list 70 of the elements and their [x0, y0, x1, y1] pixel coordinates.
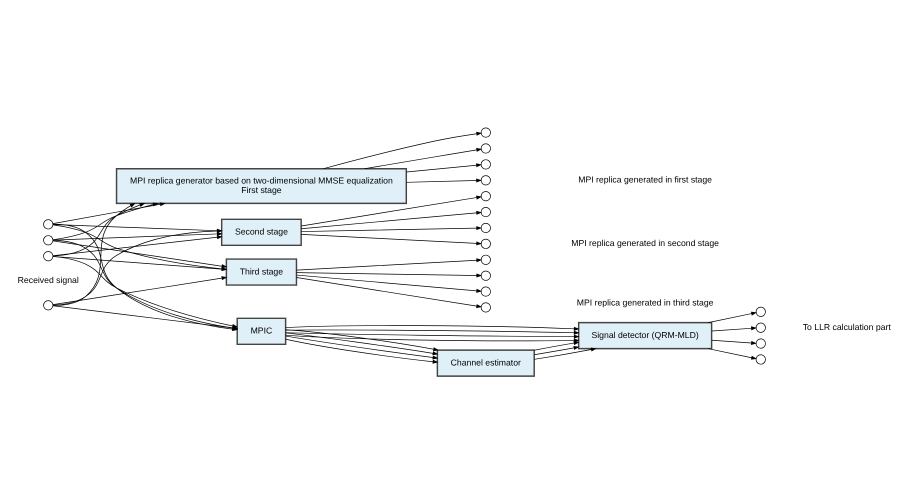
arrow [406, 178, 482, 182]
arrow [52, 239, 238, 330]
arrow [52, 231, 223, 240]
arrow [52, 304, 238, 330]
arrow [534, 340, 580, 350]
arrow [52, 228, 223, 306]
arrow [285, 328, 440, 351]
node-circle [756, 306, 766, 316]
arrow [300, 195, 482, 226]
label: MPI replica generated in second stage [571, 238, 719, 248]
node-box: Third stage [226, 258, 298, 286]
arrow [52, 202, 166, 224]
arrow [300, 210, 482, 229]
node-circle [756, 322, 766, 332]
label: To LLR calculation part [802, 321, 891, 332]
node-circle [480, 206, 491, 217]
node-circle [480, 238, 491, 248]
arrow [52, 256, 238, 328]
node-circle [480, 158, 491, 169]
arrow [52, 202, 136, 306]
arrow [708, 311, 758, 322]
label: Received signal [18, 274, 79, 284]
node-circle [43, 234, 54, 245]
arrow [406, 162, 482, 172]
node-circle [756, 354, 766, 364]
arrow [285, 332, 580, 338]
node-circle [43, 250, 54, 261]
arrow [52, 276, 228, 305]
arrow [285, 338, 438, 364]
arrow [285, 329, 580, 334]
node-box: MPIC [236, 317, 286, 345]
node-circle [43, 218, 54, 229]
node-circle [480, 286, 491, 296]
arrow [285, 332, 438, 355]
arrow [534, 347, 597, 360]
arrow [52, 240, 228, 268]
arrow [296, 274, 482, 292]
arrow [285, 335, 438, 360]
node-box: Second stage [220, 218, 302, 246]
node-circle [480, 174, 491, 185]
arrow [712, 339, 757, 344]
arrow [712, 326, 757, 331]
node-circle [480, 127, 491, 138]
node-box: Channel estimator [436, 348, 535, 376]
node-circle [480, 270, 491, 280]
arrow [285, 334, 580, 342]
arrow [296, 258, 482, 270]
arrow [52, 224, 223, 232]
label: MPI replica generated in first stage [578, 174, 712, 184]
arrow [364, 147, 482, 169]
arrow [52, 234, 223, 256]
node-circle [756, 338, 766, 348]
node-circle [480, 254, 491, 264]
arrow [708, 348, 758, 360]
node-circle [480, 222, 491, 233]
arrow [52, 202, 159, 240]
arrow [285, 324, 580, 330]
node-circle [480, 190, 491, 201]
arrow [300, 226, 482, 232]
label: MPI replica generated in third stage [576, 296, 714, 307]
arrow [534, 345, 580, 355]
arrow [296, 272, 482, 278]
node-box: Signal detector (QRM-MLD) [578, 321, 712, 349]
node-circle [43, 300, 54, 310]
arrow [323, 131, 482, 169]
arrow [300, 233, 482, 245]
node-box: MPI replica generator based on two-dimensional MMSE equalization First stage [116, 168, 408, 204]
node-circle [480, 302, 491, 312]
arrow [296, 276, 482, 308]
node-circle [480, 142, 491, 154]
